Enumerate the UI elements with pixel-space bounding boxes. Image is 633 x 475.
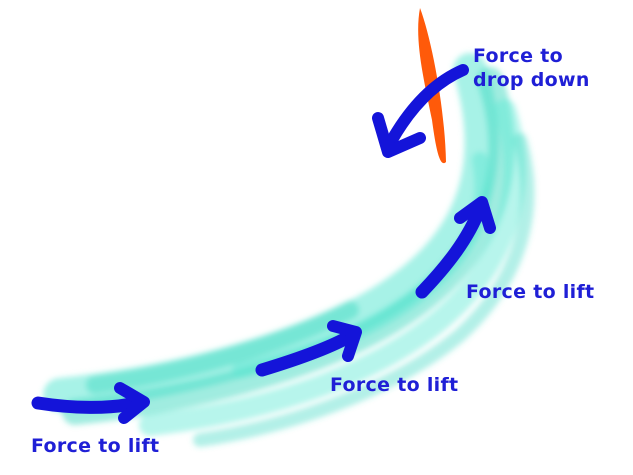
lift-force-label-left: Force to lift: [31, 434, 159, 458]
drop-label-line-1: Force to: [473, 45, 563, 67]
drop-down-arrow: [372, 64, 469, 158]
lift-arrow-right: [415, 196, 496, 299]
drop-down-force-label: Force to drop down: [473, 44, 590, 92]
lift-arrow-left: [31, 382, 150, 424]
lift-label-right-text: Force to lift: [466, 281, 595, 303]
force-arrows: [31, 64, 496, 424]
lift-force-label-middle: Force to lift: [330, 373, 458, 397]
lift-label-middle-text: Force to lift: [330, 374, 459, 396]
drop-label-line-2: drop down: [473, 69, 590, 91]
lift-label-left-text: Force to lift: [31, 435, 160, 457]
lift-arrow-middle: [255, 320, 362, 377]
lift-force-label-right: Force to lift: [466, 280, 594, 304]
